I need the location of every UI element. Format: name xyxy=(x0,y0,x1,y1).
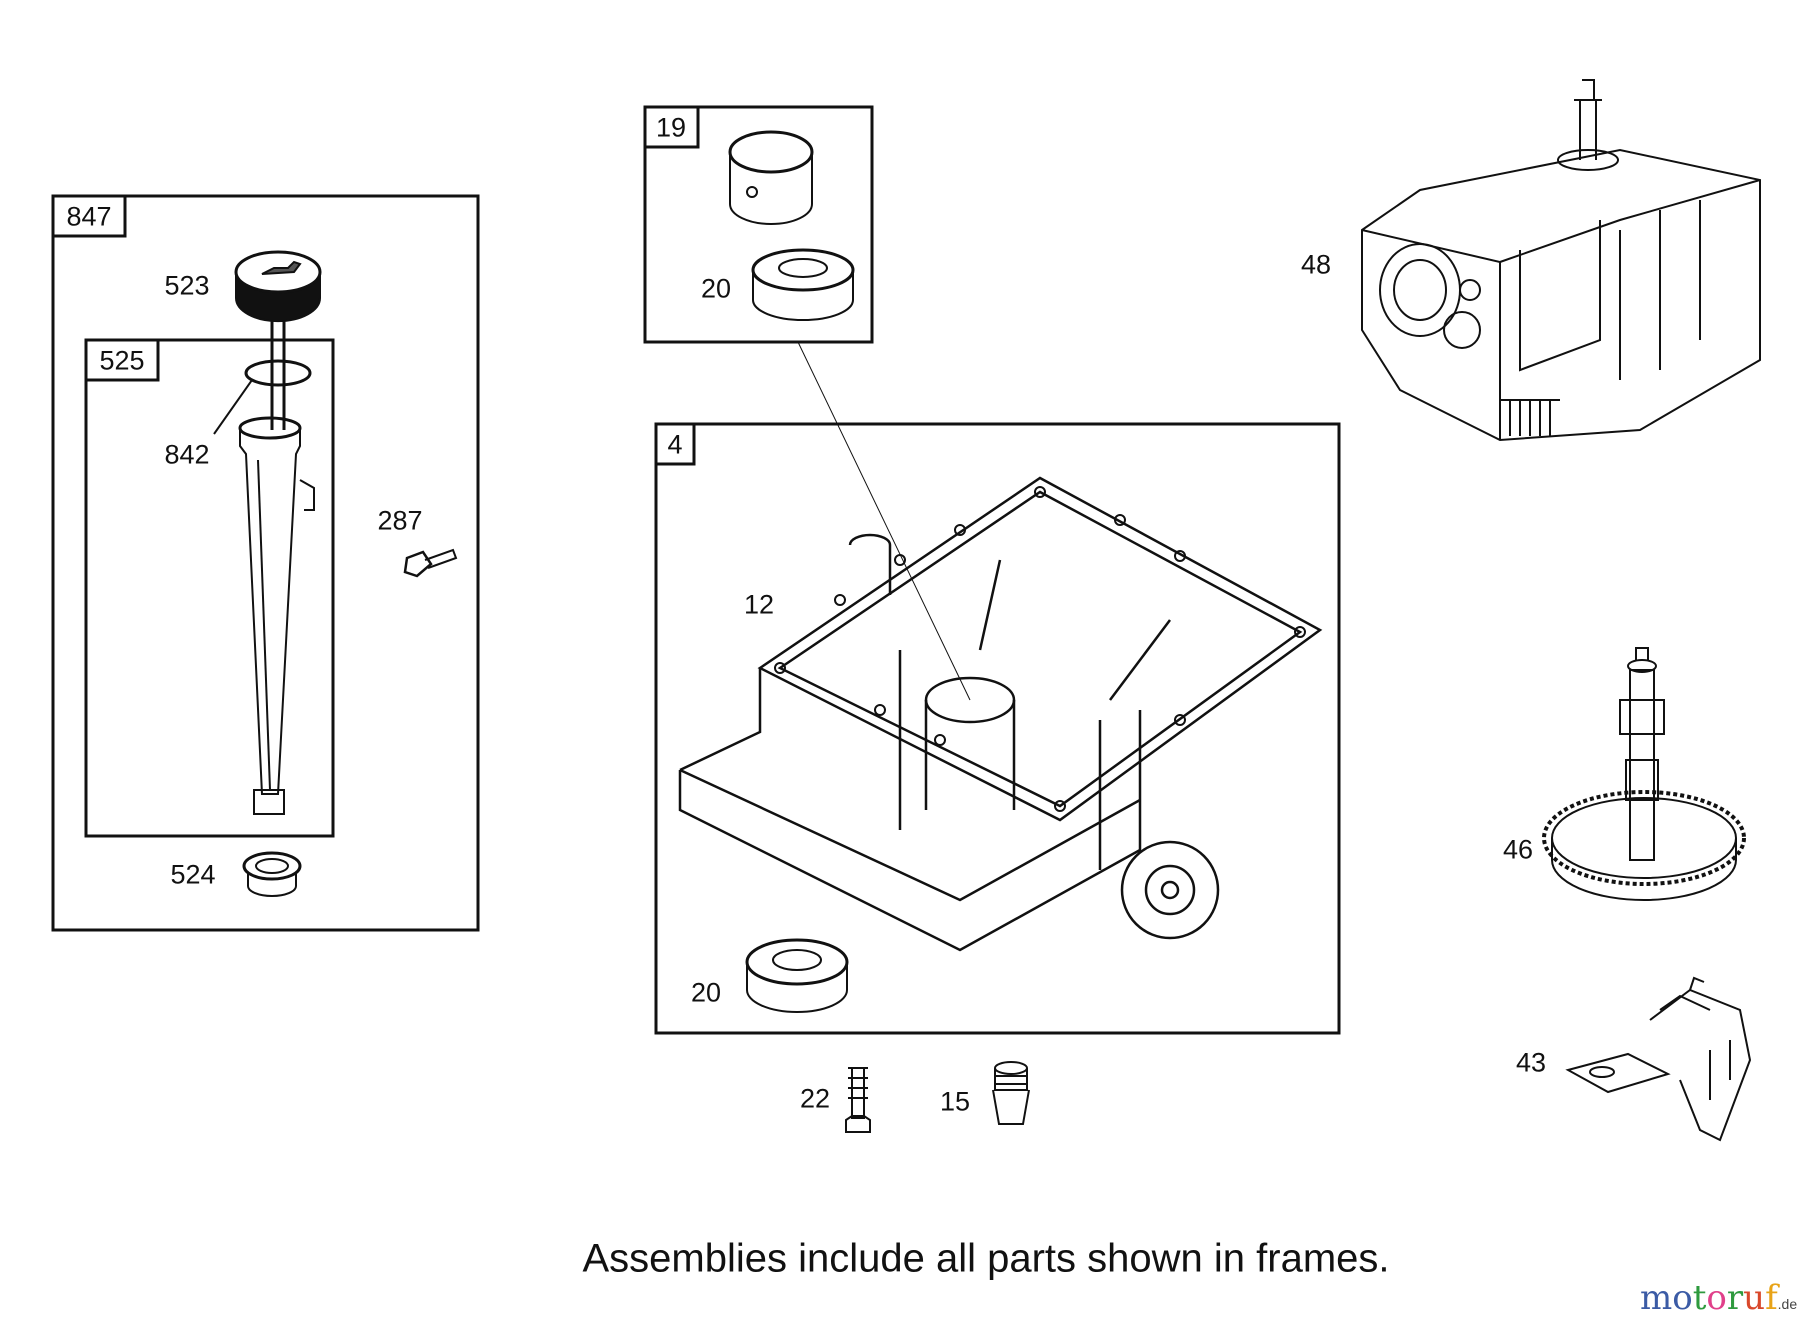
o-ring-part xyxy=(213,359,312,435)
seal-part-upper xyxy=(751,248,971,701)
frame-4 xyxy=(654,422,1341,1035)
diagram-caption: Assemblies include all parts shown in fr… xyxy=(582,1236,1390,1281)
watermark-letter: f xyxy=(1765,1278,1778,1318)
watermark-suffix: .de xyxy=(1777,1296,1798,1312)
engine-block-part xyxy=(1361,79,1761,442)
frame-847 xyxy=(51,194,480,932)
watermark-letter: o xyxy=(1672,1278,1693,1318)
callout-15[interactable]: 15 xyxy=(939,1086,971,1117)
watermark-letter: t xyxy=(1692,1278,1707,1318)
dipstick-tube-part xyxy=(238,416,315,815)
watermark-letter: o xyxy=(1706,1278,1727,1318)
watermark-logo: motoruf.de xyxy=(1640,1278,1797,1318)
watermark-letter: u xyxy=(1743,1278,1766,1318)
watermark-text: motoruf xyxy=(1640,1278,1778,1318)
callout-48[interactable]: 48 xyxy=(1300,249,1332,280)
camshaft-gear-part xyxy=(1542,647,1746,901)
callout-287[interactable]: 287 xyxy=(377,505,423,536)
crankcase-cover-part xyxy=(678,476,1323,952)
bushing-part xyxy=(728,130,814,225)
watermark-letter: r xyxy=(1726,1278,1744,1318)
drain-plug-part xyxy=(992,1061,1030,1125)
callout-20-upper[interactable]: 20 xyxy=(700,273,732,304)
seal-part-lower xyxy=(745,938,849,1013)
frame-label-19: 19 xyxy=(655,112,687,143)
callout-46[interactable]: 46 xyxy=(1502,834,1534,865)
frame-525 xyxy=(84,338,335,838)
callout-523[interactable]: 523 xyxy=(164,270,210,301)
callout-22[interactable]: 22 xyxy=(799,1083,831,1114)
callout-20-lower[interactable]: 20 xyxy=(690,977,722,1008)
callout-842[interactable]: 842 xyxy=(164,439,210,470)
screw-part xyxy=(845,1067,871,1133)
bolt-part xyxy=(403,548,458,578)
frame-19 xyxy=(643,105,874,344)
frame-label-525: 525 xyxy=(99,345,145,376)
governor-part xyxy=(1565,976,1752,1142)
frame-label-4: 4 xyxy=(667,429,683,460)
plug-part xyxy=(242,851,302,897)
callout-524[interactable]: 524 xyxy=(170,859,216,890)
watermark-letter: m xyxy=(1640,1278,1673,1318)
dipstick-cap-part xyxy=(234,250,322,430)
frame-label-847: 847 xyxy=(66,201,112,232)
callout-43[interactable]: 43 xyxy=(1515,1047,1547,1078)
callout-12[interactable]: 12 xyxy=(743,589,775,620)
